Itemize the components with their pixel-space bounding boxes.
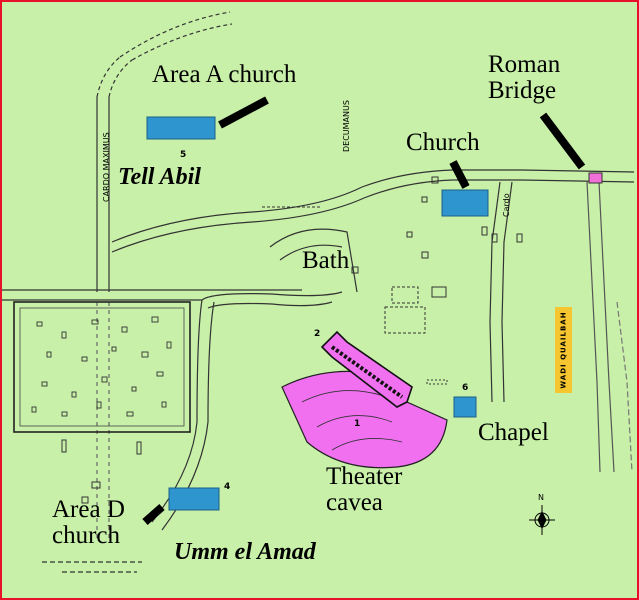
label-theater-cavea: Theater cavea [326,463,403,516]
label-umm-el-amad: Umm el Amad [174,539,316,565]
roman-bridge-shape [588,172,603,184]
ruin-outlines [61,176,523,504]
label-church: Church [406,129,480,156]
label-area-d-church: Area D church [52,496,125,549]
north-arrow-icon [529,505,555,535]
theater-cavea-shape [281,370,448,469]
site-number-1: 1 [354,419,361,429]
church-buildings [146,116,489,511]
site-number-5: 5 [180,150,187,160]
street-cardo-maximus: CARDO MAXIMUS [102,132,111,202]
street-cardo: Cardo [502,193,511,217]
label-bath: Bath [302,247,350,274]
label-roman-bridge: Roman Bridge [488,51,561,104]
wadi-label: WADI QUAILBAH [555,307,572,393]
site-number-6: 6 [462,383,469,393]
site-number-2: 2 [314,329,321,339]
label-area-a-church: Area A church [152,61,297,88]
pointer-bars [142,96,586,525]
forum-block [13,301,191,433]
north-label: N [538,493,544,502]
road-lines [2,11,635,573]
site-number-4: 4 [224,482,231,492]
label-tell-abil: Tell Abil [118,164,201,190]
street-decumanus: DECUMANUS [342,100,351,152]
label-chapel: Chapel [478,419,549,446]
wadi-label-text: WADI QUAILBAH [559,311,568,389]
